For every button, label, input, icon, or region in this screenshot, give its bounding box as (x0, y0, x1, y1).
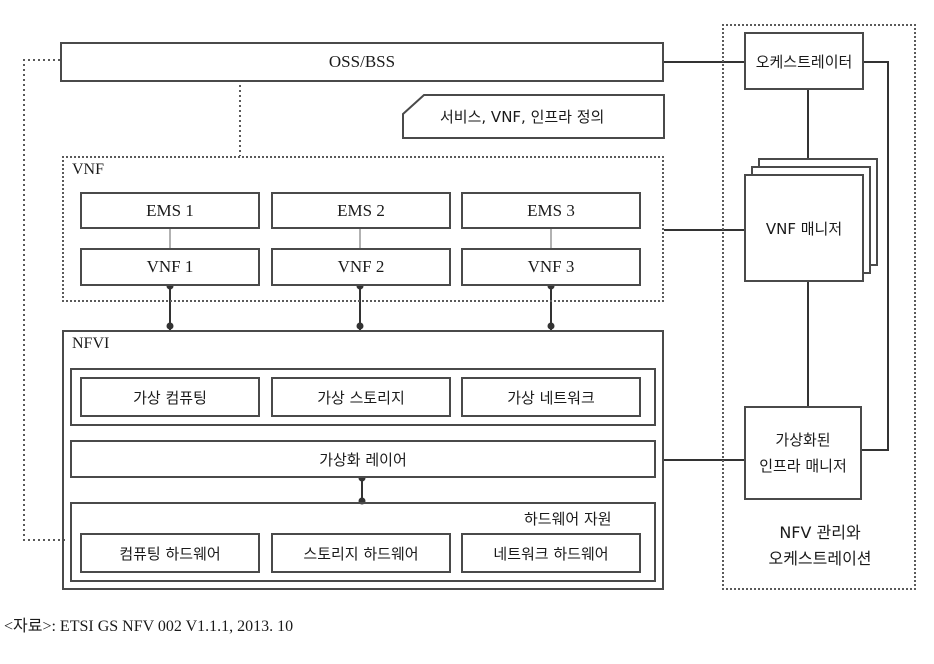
network-hardware-label: 네트워크 하드웨어 (493, 544, 609, 563)
vnf-group-label: VNF (72, 161, 105, 178)
vnf-2-label: VNF 2 (337, 257, 385, 276)
orchestrator-label: 오케스트레이터 (755, 52, 853, 71)
vnf-manager-box: VNF 매니저 (744, 174, 864, 282)
virtual-storage-box: 가상 스토리지 (271, 377, 451, 417)
virtual-network-box: 가상 네트워크 (461, 377, 641, 417)
oss-bss-box: OSS/BSS (60, 42, 664, 82)
virtualization-layer-box: 가상화 레이어 (70, 440, 656, 478)
compute-hardware-box: 컴퓨팅 하드웨어 (80, 533, 260, 573)
vnf-3-label: VNF 3 (527, 257, 575, 276)
storage-hardware-label: 스토리지 하드웨어 (303, 544, 419, 563)
virtual-network-label: 가상 네트워크 (507, 388, 595, 407)
virtualization-layer-label: 가상화 레이어 (319, 450, 407, 469)
nfvi-container (62, 330, 664, 590)
ems-3-label: EMS 3 (527, 200, 575, 220)
source-caption: <자료>: ETSI GS NFV 002 V1.1.1, 2013. 10 (4, 618, 294, 635)
vnf-group (62, 156, 664, 302)
ems-1-box: EMS 1 (80, 192, 260, 229)
ems-2-box: EMS 2 (271, 192, 451, 229)
virtual-resources-group (70, 368, 656, 426)
storage-hardware-box: 스토리지 하드웨어 (271, 533, 451, 573)
mano-label: NFV 관리와 오케스트레이션 (740, 520, 900, 572)
nfvi-label: NFVI (72, 335, 110, 352)
orchestrator-vim-link (862, 61, 889, 451)
oss-hardware-dotted-link (23, 59, 66, 541)
network-hardware-box: 네트워크 하드웨어 (461, 533, 641, 573)
hardware-resources-group (70, 502, 656, 582)
vnf-1-label: VNF 1 (146, 257, 194, 276)
definition-tag-shape (402, 94, 665, 139)
vim-label-line1: 가상화된 (775, 431, 831, 449)
ems-1-label: EMS 1 (146, 200, 194, 220)
vim-label-line2: 인프라 매니저 (759, 457, 847, 475)
ems-2-label: EMS 2 (337, 200, 385, 220)
vnf-manager-label: VNF 매니저 (765, 219, 843, 238)
mano-label-line2: 오케스트레이션 (768, 549, 872, 568)
ems-3-box: EMS 3 (461, 192, 641, 229)
virtual-storage-label: 가상 스토리지 (317, 388, 405, 407)
definition-tag-label: 서비스, VNF, 인프라 정의 (440, 108, 605, 126)
compute-hardware-label: 컴퓨팅 하드웨어 (119, 544, 221, 563)
vim-box: 가상화된 인프라 매니저 (744, 406, 862, 500)
oss-bss-label: OSS/BSS (328, 52, 396, 71)
vnf-3-box: VNF 3 (461, 248, 641, 286)
virtual-compute-box: 가상 컴퓨팅 (80, 377, 260, 417)
orchestrator-box: 오케스트레이터 (744, 32, 864, 90)
vnf-1-box: VNF 1 (80, 248, 260, 286)
mano-label-line1: NFV 관리와 (779, 523, 861, 542)
vnf-2-box: VNF 2 (271, 248, 451, 286)
nfv-mano-container (722, 24, 916, 590)
hardware-resources-label: 하드웨어 자원 (524, 510, 612, 528)
virtual-compute-label: 가상 컴퓨팅 (133, 388, 207, 407)
